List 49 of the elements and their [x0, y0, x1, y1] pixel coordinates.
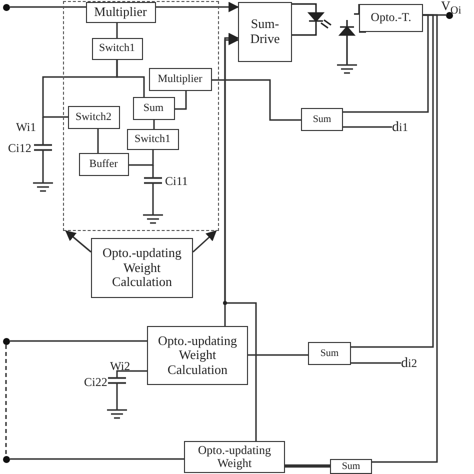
- wire: [10, 458, 184, 460]
- component-label: Wi2: [110, 360, 130, 372]
- dashed-boundary: [63, 1, 219, 231]
- circuit-block: Buffer: [78, 152, 128, 176]
- circuit-block: Opto.-updating Weight: [184, 441, 285, 473]
- component-label: Ci11: [165, 175, 188, 187]
- wire: [351, 14, 434, 348]
- circuit-block: Switch2: [68, 106, 120, 128]
- arrow: [224, 34, 257, 441]
- arrow: [224, 32, 240, 326]
- wire: [97, 129, 99, 153]
- circuit-block: Sum: [330, 459, 372, 474]
- circuit-block: Sum: [301, 108, 343, 131]
- circuit-block: Multiplier: [86, 2, 156, 22]
- component-label: Wi1: [16, 121, 36, 133]
- terminal-dot: [446, 12, 453, 19]
- voltage-label: V$_{Oi}$: [441, 0, 462, 16]
- wire: [10, 340, 147, 342]
- wire: [248, 354, 308, 356]
- wire: [372, 14, 438, 463]
- wire: [10, 6, 86, 8]
- circuit-block: Sum: [132, 96, 174, 120]
- circuit-block: Sum: [308, 342, 351, 365]
- terminal-dot: [3, 456, 10, 463]
- wire: [343, 126, 392, 128]
- wire: [285, 464, 330, 468]
- wire: [116, 23, 118, 38]
- wire: [129, 150, 154, 166]
- wire: [351, 362, 401, 364]
- circuit-block: Multiplier: [148, 68, 212, 90]
- wire: [116, 60, 145, 97]
- circuit-block: Opto.-T.: [359, 4, 423, 32]
- wire: [153, 120, 155, 129]
- terminal-dot: [3, 4, 10, 11]
- arrow: [192, 230, 217, 253]
- component-label: Ci22: [84, 376, 108, 388]
- circuit-block: Opto.-updating Weight Calculation: [91, 238, 193, 298]
- circuit-block: Sum- Drive: [238, 2, 292, 62]
- wire: [175, 91, 187, 110]
- wire: [212, 79, 301, 121]
- arrow: [156, 2, 240, 12]
- circuit-block: Switch1: [126, 128, 178, 150]
- circuit-block: Opto.-updating Weight Calculation: [147, 326, 248, 385]
- terminal-dot: [3, 338, 10, 345]
- wire: [343, 14, 429, 113]
- arrow: [65, 230, 92, 253]
- wire: [5, 345, 7, 456]
- component-label: Ci12: [8, 142, 32, 154]
- circuit-block: Switch1: [92, 38, 142, 60]
